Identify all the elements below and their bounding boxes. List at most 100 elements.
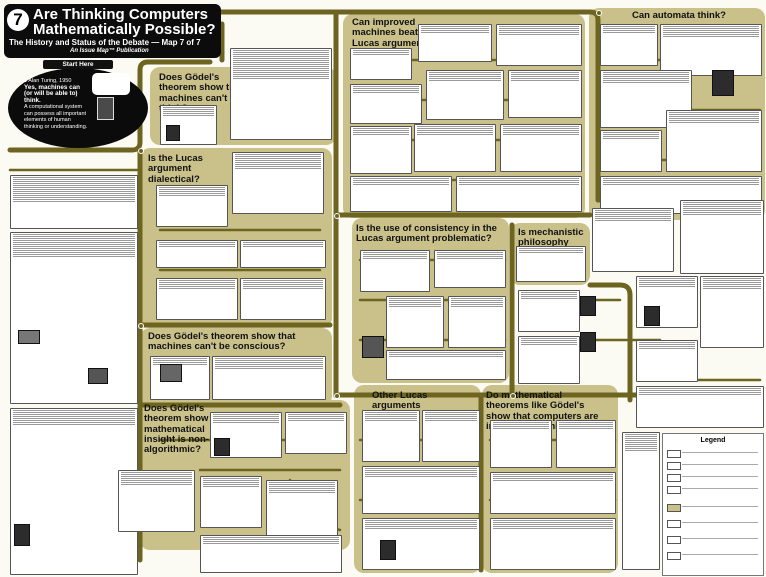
- claim-author: Alan Turing, 1950: [28, 78, 72, 84]
- argument-box: [426, 70, 504, 120]
- argument-box: [360, 250, 430, 292]
- portrait-image: [380, 540, 396, 560]
- argument-box: [200, 476, 262, 528]
- argument-box: [600, 24, 658, 66]
- question-godel-insight: Does Gödel's theorem show that mathemati…: [144, 403, 229, 455]
- argument-box: [556, 420, 616, 468]
- argument-box: [636, 386, 764, 428]
- legend-row: [667, 462, 759, 470]
- route-node: [334, 213, 340, 219]
- argument-box: [10, 232, 138, 404]
- start-here-label: Start Here: [43, 60, 113, 69]
- argument-box: [10, 408, 138, 575]
- portrait-image: [14, 524, 30, 546]
- claim-body: A computational system can possess all i…: [24, 104, 88, 130]
- question-godel-conscious: Does Gödel's theorem show that machines …: [148, 331, 296, 353]
- portrait-image: [214, 438, 230, 456]
- argument-box: [156, 240, 238, 268]
- argument-box: [200, 535, 342, 573]
- argument-box: [350, 48, 412, 80]
- route-node: [138, 148, 144, 154]
- legend-row: [667, 486, 759, 494]
- argument-box: [240, 278, 326, 320]
- route-node: [138, 323, 144, 329]
- route-node: [510, 393, 516, 399]
- argument-box: [350, 84, 422, 124]
- argument-box: [386, 296, 444, 348]
- argument-box: [350, 126, 412, 174]
- legend-row: [667, 536, 759, 544]
- argument-box: [500, 124, 582, 172]
- argument-box: [660, 24, 762, 76]
- title-banner: [4, 4, 221, 58]
- argument-box: [386, 350, 506, 380]
- portrait-image: [712, 70, 734, 96]
- argument-box: [230, 48, 332, 140]
- legend-row: [667, 450, 759, 458]
- legend-row: [667, 520, 759, 528]
- argument-box: [422, 410, 480, 462]
- map-number-badge: 7: [7, 9, 29, 31]
- portrait-image: [644, 306, 660, 326]
- argument-box: [10, 175, 138, 229]
- publisher-label: An Issue Map™ Publication: [70, 48, 149, 54]
- argument-box: [350, 176, 452, 212]
- argument-box: [118, 470, 195, 532]
- route-node: [596, 10, 602, 16]
- computer-illustration: [160, 364, 182, 382]
- argument-box: [600, 70, 692, 128]
- argument-box: [414, 124, 496, 172]
- argument-box: [518, 290, 580, 332]
- argument-box: [490, 518, 616, 570]
- argument-box: [212, 356, 326, 400]
- argument-box: [636, 340, 698, 382]
- question-consistency: Is the use of consistency in the Lucas a…: [356, 223, 497, 245]
- argument-box: [156, 185, 228, 227]
- argument-box: [666, 110, 762, 172]
- argument-box: [600, 130, 662, 172]
- page-subtitle: The History and Status of the Debate — M…: [9, 38, 201, 47]
- argument-box: [156, 278, 238, 320]
- argument-box: [592, 208, 674, 272]
- argument-box: [434, 250, 506, 288]
- portrait-image: [580, 332, 596, 352]
- argument-box: [418, 24, 492, 62]
- argument-box: [362, 410, 420, 462]
- argument-box: [285, 412, 347, 454]
- argument-box: [622, 432, 660, 570]
- turing-claim-text: 1 Alan Turing, 1950 Yes, machines can (o…: [24, 78, 88, 130]
- portrait-image: [166, 125, 180, 141]
- argument-box: [508, 70, 582, 118]
- argument-box: [266, 480, 338, 542]
- question-lucas-dialectical: Is the Lucas argument dialectical?: [148, 153, 203, 185]
- route-node: [334, 393, 340, 399]
- legend-row: [667, 552, 759, 560]
- argument-box: [490, 472, 616, 514]
- legend-panel: Legend: [662, 433, 764, 576]
- page-title: Are Thinking Computers Mathematically Po…: [33, 6, 216, 38]
- legend-title: Legend: [700, 437, 726, 444]
- argument-box: [700, 276, 764, 348]
- book-illustration: [362, 336, 384, 358]
- quote-bubble: [92, 73, 130, 95]
- question-improved-machines: Can improved machines beat the Lucas arg…: [352, 17, 435, 49]
- legend-row: [667, 504, 759, 512]
- computer-illustration: [88, 368, 108, 384]
- argument-box: [456, 176, 582, 212]
- argument-box: [362, 466, 480, 514]
- argument-box: [518, 336, 580, 384]
- question-automata: Can automata think?: [632, 10, 726, 21]
- argument-box: [490, 420, 552, 468]
- question-other-lucas: Other Lucas arguments: [372, 390, 428, 412]
- book-illustration: [18, 330, 40, 344]
- argument-box: [448, 296, 506, 348]
- argument-box: [516, 246, 586, 282]
- argument-box: [232, 152, 324, 214]
- argument-box: [680, 200, 764, 274]
- argument-box: [496, 24, 582, 66]
- turing-portrait: [97, 97, 114, 120]
- argument-box: [240, 240, 326, 268]
- portrait-image: [580, 296, 596, 316]
- claim-number: 1: [24, 78, 28, 84]
